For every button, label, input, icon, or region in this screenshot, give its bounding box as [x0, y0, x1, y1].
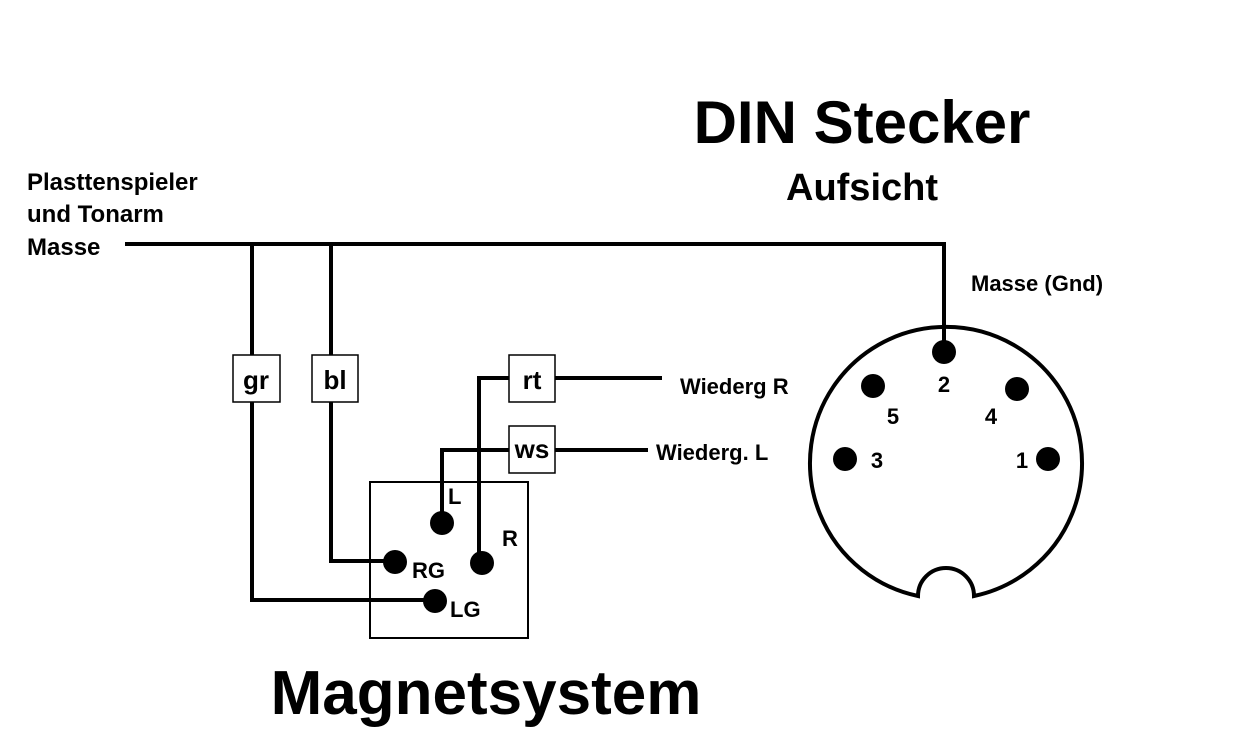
- cartridge-pin-rg: [383, 550, 407, 574]
- din-pin-4-label: 4: [985, 404, 998, 429]
- wire-label-ws: ws: [508, 425, 556, 474]
- ground-bus-wire: [125, 242, 946, 352]
- wire-gr: [250, 242, 437, 602]
- wire-label-ws-text: ws: [514, 434, 550, 464]
- din-pin-2: [932, 340, 956, 364]
- diagram-title: DIN Stecker: [694, 89, 1031, 156]
- diagram-subtitle: Aufsicht: [786, 167, 938, 209]
- din-pin-4: [1005, 377, 1029, 401]
- ground-label-line-1: Plasttenspieler: [27, 169, 198, 196]
- wire-label-rt: rt: [508, 354, 556, 403]
- din-masse-label: Masse (Gnd): [971, 271, 1103, 296]
- cartridge-box: [369, 481, 529, 639]
- cartridge-pin-l: [430, 511, 454, 535]
- din-pin-3-label: 3: [871, 448, 883, 473]
- din-pin-1: [1036, 447, 1060, 471]
- din-connector-outline: [808, 324, 1084, 599]
- wire-ws: [440, 448, 648, 524]
- din-pin-2-label: 2: [938, 372, 950, 397]
- cartridge-pin-lg-label: LG: [450, 597, 481, 622]
- wire-label-bl: bl: [311, 354, 359, 403]
- din-pin-1-label: 1: [1016, 448, 1028, 473]
- wire-bl: [329, 242, 397, 563]
- wire-rt: [477, 376, 662, 564]
- cartridge-pin-rg-label: RG: [412, 558, 445, 583]
- din-wiederg-r-label: Wiederg R: [680, 374, 789, 399]
- cartridge-pin-lg: [423, 589, 447, 613]
- ground-label-line-2: und Tonarm: [27, 201, 164, 228]
- cartridge-pin-l-label: L: [448, 484, 461, 509]
- din-pin-5-label: 5: [887, 404, 899, 429]
- cartridge-pin-r-label: R: [502, 526, 518, 551]
- wire-label-gr: gr: [232, 354, 281, 403]
- ground-label-line-3: Masse: [27, 234, 100, 261]
- cartridge-title: Magnetsystem: [271, 659, 702, 728]
- din-wiederg-l-label: Wiederg. L: [656, 440, 768, 465]
- wire-label-rt-text: rt: [523, 365, 542, 395]
- din-pin-5: [861, 374, 885, 398]
- wire-label-bl-text: bl: [323, 365, 346, 395]
- cartridge-pin-r: [470, 551, 494, 575]
- din-pin-3: [833, 447, 857, 471]
- wire-label-gr-text: gr: [243, 365, 269, 395]
